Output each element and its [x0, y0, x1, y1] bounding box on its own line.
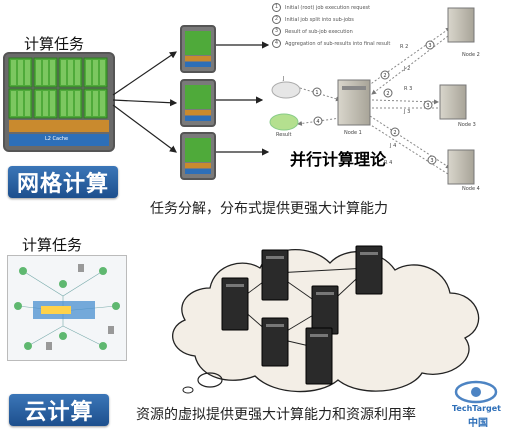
cache-label: L2 Cache [45, 136, 69, 142]
cloud-server-3 [355, 245, 383, 295]
parallel-theory-label: 并行计算理论 [290, 150, 387, 169]
svg-text:3: 3 [430, 158, 433, 164]
grid-task-label: 计算任务 [24, 35, 85, 53]
svg-text:2: 2 [393, 130, 396, 136]
r3-label: R 3 [404, 86, 413, 92]
node-3-server [439, 84, 467, 120]
sub-processor-3 [180, 132, 216, 180]
svg-text:3: 3 [428, 43, 431, 49]
core-unit [36, 91, 41, 116]
node-1-server [337, 79, 371, 126]
core-unit [36, 60, 41, 85]
distributed-network-diagram: 1 4 2 3 2 3 2 3 [269, 7, 475, 185]
sub-processor-1 [180, 25, 216, 73]
cloud-caption: 资源的虚拟提供更强大计算能力和资源利用率 [136, 407, 416, 423]
core-unit [75, 91, 80, 116]
j3-label: J 3 [404, 109, 411, 115]
result-label: Result [276, 132, 292, 138]
sub-processor-2 [180, 79, 216, 127]
processor-block: L2 Cache [3, 52, 115, 152]
core-unit [43, 60, 48, 85]
cloud-server-6 [305, 327, 333, 385]
techtarget-logo: TechTarget 中国 [452, 378, 508, 430]
task-workflow-diagram [7, 255, 127, 361]
cloud-server-1 [221, 277, 249, 331]
core-unit [68, 91, 73, 116]
core-unit [50, 91, 55, 116]
core-unit [11, 60, 16, 85]
core-unit [18, 91, 23, 116]
core-unit [86, 60, 91, 85]
core-unit [75, 60, 80, 85]
node-4-server [447, 149, 475, 185]
grid-computing-badge: 网格计算 [8, 166, 118, 198]
node-2-label: Node 2 [462, 52, 480, 58]
node-1-label: Node 1 [344, 130, 362, 136]
cloud-diagram [172, 245, 480, 394]
watermark-line2: 中国 [468, 418, 488, 429]
core-unit [43, 91, 48, 116]
core-unit [25, 60, 30, 85]
watermark-line1: TechTarget [452, 404, 502, 413]
core-unit [25, 91, 30, 116]
svg-text:4: 4 [316, 119, 319, 125]
node-4-label: Node 4 [462, 186, 480, 192]
core-unit [61, 91, 66, 116]
core-unit [18, 60, 23, 85]
core-unit [11, 91, 16, 116]
processor-cores-graphic [8, 57, 109, 146]
j4-label: J 4 [390, 143, 397, 149]
svg-text:2: 2 [386, 91, 389, 97]
cloud-server-2 [261, 249, 289, 301]
eye-icon [454, 380, 498, 404]
j2-label: J 2 [404, 66, 411, 72]
cloud-computing-badge: 云计算 [9, 394, 109, 426]
core-unit [93, 91, 98, 116]
svg-text:3: 3 [426, 103, 429, 109]
core-unit [93, 60, 98, 85]
cloud-task-label: 计算任务 [22, 236, 83, 254]
grid-arrows [112, 41, 270, 156]
svg-text:1: 1 [315, 90, 318, 96]
core-unit [100, 60, 105, 85]
core-unit [86, 91, 91, 116]
cloud-server-5 [261, 317, 289, 367]
core-unit [68, 60, 73, 85]
core-unit [50, 60, 55, 85]
job-label: J [283, 76, 285, 82]
r2-label: R 2 [400, 44, 409, 50]
core-unit [100, 91, 105, 116]
svg-text:2: 2 [383, 73, 386, 79]
grid-caption: 任务分解，分布式提供更强大计算能力 [150, 201, 388, 217]
node-2-server [447, 7, 475, 43]
node-3-label: Node 3 [458, 122, 476, 128]
r4-label: R 4 [384, 160, 393, 166]
core-unit [61, 60, 66, 85]
